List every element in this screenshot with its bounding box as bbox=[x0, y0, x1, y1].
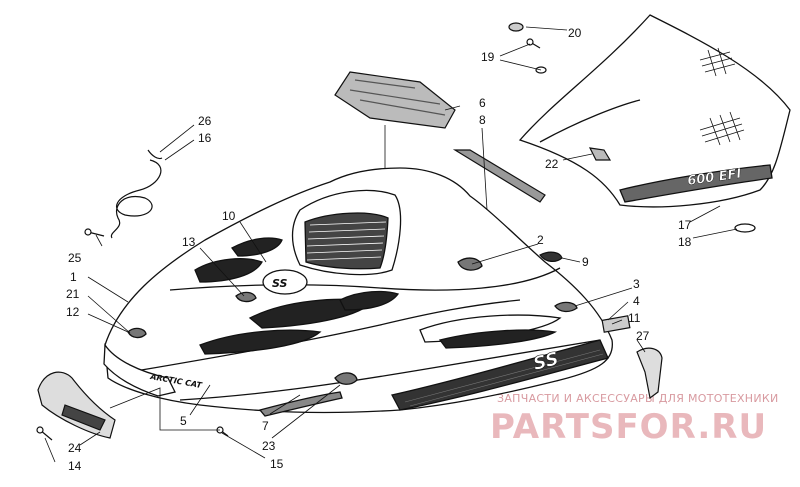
loose-parts bbox=[36, 22, 663, 441]
callouts: 1 2 3 4 5 6 7 8 9 10 11 12 13 14 15 16 1… bbox=[66, 26, 692, 473]
callout-14: 14 bbox=[68, 459, 82, 473]
callout-20: 20 bbox=[568, 26, 582, 40]
windshield: 600 EFI bbox=[518, 14, 791, 233]
callout-2: 2 bbox=[537, 233, 544, 247]
callout-13: 13 bbox=[182, 235, 196, 249]
callout-27: 27 bbox=[636, 329, 650, 343]
callout-12: 12 bbox=[66, 305, 80, 319]
callout-25: 25 bbox=[68, 251, 82, 265]
callout-19: 19 bbox=[481, 50, 495, 64]
callout-8: 8 bbox=[479, 113, 486, 127]
hood-model-decal: SS bbox=[272, 277, 288, 290]
callout-6: 6 bbox=[479, 96, 486, 110]
callout-24: 24 bbox=[68, 441, 82, 455]
callout-18: 18 bbox=[678, 235, 692, 249]
callout-17: 17 bbox=[678, 218, 692, 232]
hood-assembly: SS ARCTIC CAT SS bbox=[103, 167, 613, 417]
callout-7: 7 bbox=[262, 419, 269, 433]
watermark-tagline: ЗАПЧАСТИ И АКСЕССУАРЫ ДЛЯ МОТОТЕХНИКИ bbox=[497, 392, 779, 405]
callout-1: 1 bbox=[70, 270, 77, 284]
callout-3: 3 bbox=[633, 277, 640, 291]
callout-21: 21 bbox=[66, 287, 80, 301]
callout-9: 9 bbox=[582, 255, 589, 269]
callout-22: 22 bbox=[545, 157, 559, 171]
callout-4: 4 bbox=[633, 294, 640, 308]
callout-26: 26 bbox=[198, 114, 212, 128]
callout-23: 23 bbox=[262, 439, 276, 453]
callout-11: 11 bbox=[628, 311, 641, 325]
side-model-decal: SS bbox=[531, 348, 561, 374]
watermark-brand: PARTSFOR.RU bbox=[490, 407, 767, 447]
callout-10: 10 bbox=[222, 209, 236, 223]
leader-lines bbox=[44, 26, 738, 463]
watermark: ЗАПЧАСТИ И АКСЕССУАРЫ ДЛЯ МОТОТЕХНИКИ PA… bbox=[490, 392, 779, 447]
callout-15: 15 bbox=[270, 457, 284, 471]
callout-16: 16 bbox=[198, 131, 212, 145]
callout-5: 5 bbox=[180, 414, 187, 428]
